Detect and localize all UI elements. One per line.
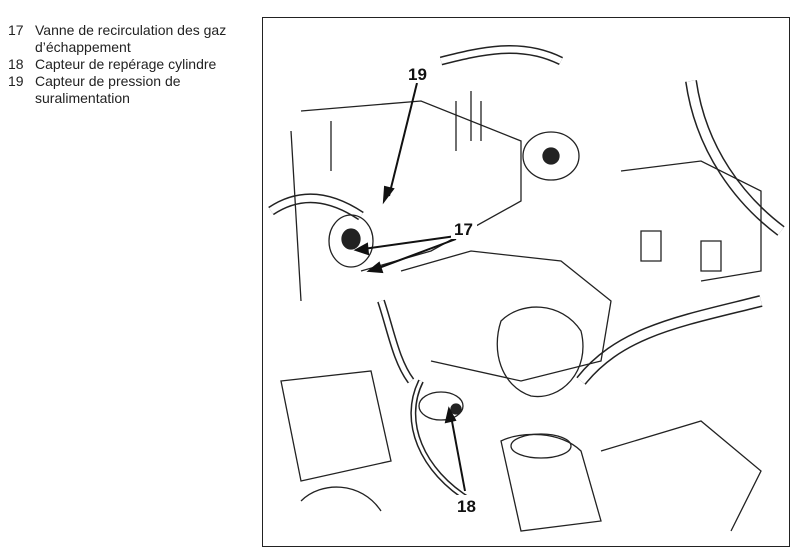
callout-18: 18	[457, 497, 476, 516]
legend-number: 17	[8, 22, 24, 38]
legend-text: Capteur de repérage cylindre	[35, 56, 217, 72]
legend-number: 19	[8, 73, 24, 89]
legend-item-18: 18 Capteur de repérage cylindre	[8, 56, 226, 73]
callout-19: 19	[408, 65, 427, 84]
engine-line-drawing: 19 17 18	[268, 44, 785, 532]
legend-number: 18	[8, 56, 24, 72]
engine-illustration: 19 17 18	[262, 17, 790, 547]
callout-17: 17	[454, 220, 473, 239]
